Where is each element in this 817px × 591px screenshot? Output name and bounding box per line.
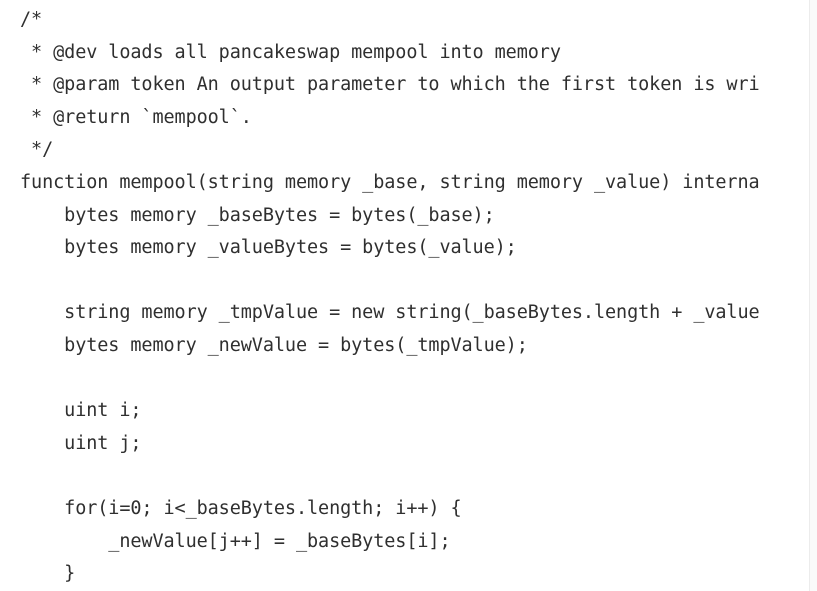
code-line-7: bytes memory _baseBytes = bytes(_base); [20, 204, 495, 226]
code-line-3: * @param token An output parameter to wh… [20, 74, 760, 96]
code-line-13: uint i; [20, 400, 142, 422]
code-line-6: function mempool(string memory _base, st… [20, 171, 760, 193]
code-line-4: * @return `mempool`. [20, 106, 252, 128]
code-line-17: _newValue[j++] = _baseBytes[i]; [20, 530, 451, 552]
code-line-8: bytes memory _valueBytes = bytes(_value)… [20, 237, 517, 259]
code-line-2: * @dev loads all pancakeswap mempool int… [20, 41, 561, 63]
code-line-9 [20, 265, 760, 298]
code-line-1: /* [20, 9, 43, 30]
code-line-11: bytes memory _newValue = bytes(_tmpValue… [20, 334, 528, 356]
code-block: /* * @dev loads all pancakeswap mempool … [20, 4, 760, 591]
code-line-14: uint j; [20, 432, 142, 454]
code-line-15 [20, 460, 760, 493]
scrollbar-track[interactable] [809, 0, 817, 591]
code-line-5: */ [20, 139, 54, 161]
code-line-16: for(i=0; i<_baseBytes.length; i++) { [20, 497, 462, 519]
code-line-12 [20, 363, 760, 396]
code-line-18: } [20, 563, 76, 585]
code-line-10: string memory _tmpValue = new string(_ba… [20, 302, 760, 324]
